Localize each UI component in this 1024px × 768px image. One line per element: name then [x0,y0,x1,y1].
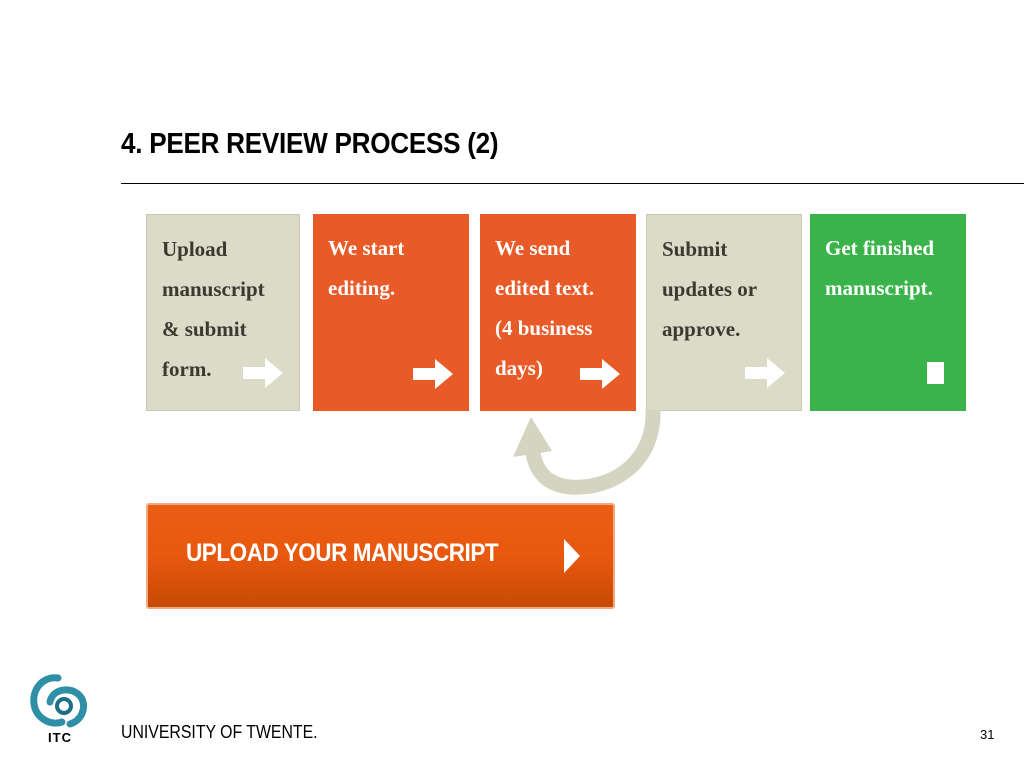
step-label: Upload manuscript & submit form. [162,237,265,381]
slide-title: 4. PEER REVIEW PROCESS (2) [121,128,499,160]
arrow-right-icon [413,359,453,389]
stop-square-icon [927,362,944,384]
step-submit-updates: Submit updates or approve. [646,214,802,411]
upload-manuscript-button[interactable]: UPLOAD YOUR MANUSCRIPT [146,503,615,609]
arrow-right-icon [580,359,620,389]
step-label: We send edited text. (4 business days) [495,236,595,380]
chevron-right-icon [564,539,580,573]
step-get-finished-manuscript: Get finished manuscript. [810,214,966,411]
step-we-start-editing: We start editing. [313,214,469,411]
title-divider [121,183,1024,184]
page-number: 31 [980,727,995,742]
university-name: UNIVERSITY OF TWENTE. [121,722,318,742]
step-label: Get finished manuscript. [825,236,935,300]
loop-back-arrow-icon [513,409,661,495]
step-upload-manuscript: Upload manuscript & submit form. [146,214,300,411]
svg-text:ITC: ITC [48,730,72,744]
arrow-right-icon [745,358,785,388]
arrow-right-icon [243,358,283,388]
step-label: We start editing. [328,236,405,300]
itc-logo: ITC [30,674,88,744]
upload-button-label: UPLOAD YOUR MANUSCRIPT [186,539,499,567]
step-label: Submit updates or approve. [662,237,758,341]
step-we-send-edited-text: We send edited text. (4 business days) [480,214,636,411]
